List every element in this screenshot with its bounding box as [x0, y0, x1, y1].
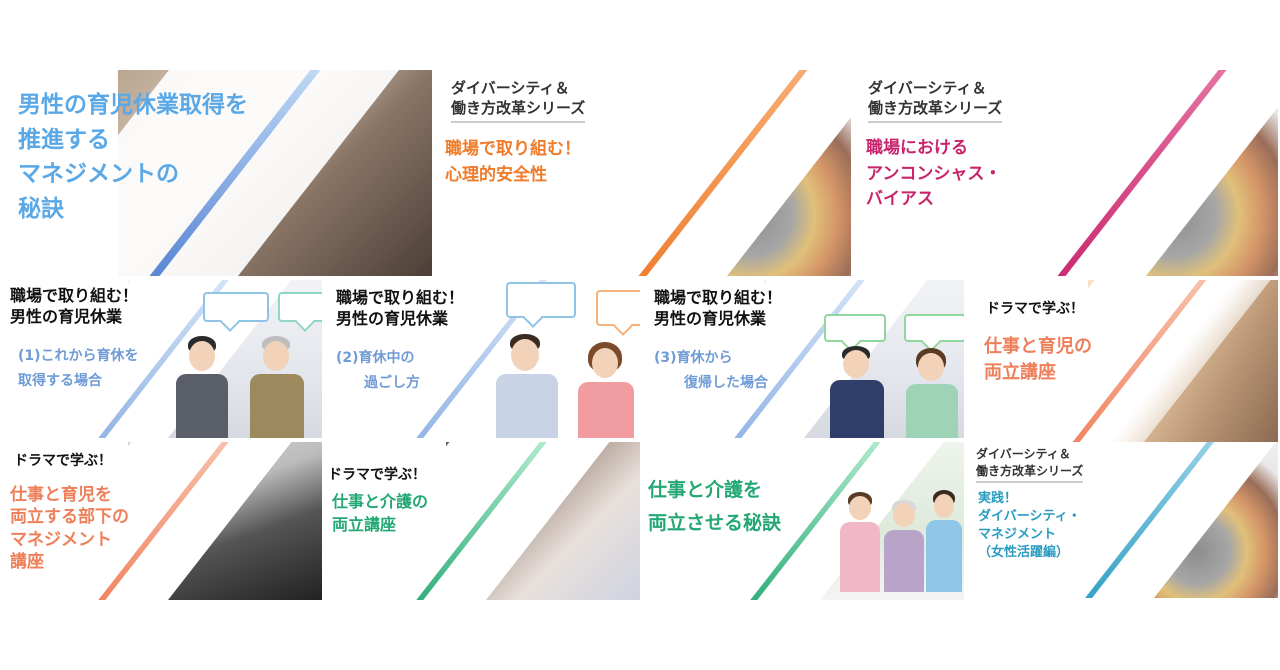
course-tile-subordinate-management-drama[interactable]: ドラマで学ぶ！ 仕事と育児を 両立する部下の マネジメント 講座 [8, 442, 322, 600]
course-tile-unconscious-bias[interactable]: ダイバーシティ＆ 働き方改革シリーズ 職場における アンコンシャス・ バイアス [856, 70, 1278, 276]
speech-bubble [278, 292, 322, 322]
tile-heading: ドラマで学ぶ！ [986, 301, 1084, 317]
series-label: ダイバーシティ＆ 働き方改革シリーズ [868, 78, 1003, 123]
tile-heading: ドラマで学ぶ！ [328, 467, 426, 483]
course-tile-paternity-leave-3[interactable]: 職場で取り組む！ 男性の育児休業 (3)育休から 復帰した場合 [644, 280, 964, 438]
tile-title: (3)育休から 復帰した場合 [654, 350, 768, 391]
mother-illustration [578, 342, 634, 438]
course-tile-paternity-leave-management[interactable]: 男性の育児休業取得を 推進する マネジメントの 秘訣 [8, 70, 432, 276]
man-illustration [830, 346, 884, 438]
father-illustration [496, 334, 558, 438]
tile-title: 仕事と介護を 両立させる秘訣 [648, 479, 782, 535]
caregiver-illustration [840, 492, 880, 592]
course-tile-work-nursing-drama[interactable]: ドラマで学ぶ！ 仕事と介護の 両立講座 [326, 442, 640, 600]
tile-heading: 職場で取り組む！ 男性の育児休業 [336, 288, 465, 328]
course-tile-work-childcare-drama[interactable]: ドラマで学ぶ！ 仕事と育児の 両立講座 [968, 280, 1278, 442]
course-tile-diversity-management-women[interactable]: ダイバーシティ＆ 働き方改革シリーズ 実践！ ダイバーシティ・ マネジメント （… [968, 442, 1278, 598]
tile-title: 職場で取り組む！ 心理的安全性 [445, 139, 581, 186]
speech-bubble [596, 290, 640, 326]
speech-bubble [824, 314, 886, 342]
course-tile-psychological-safety[interactable]: ダイバーシティ＆ 働き方改革シリーズ 職場で取り組む！ 心理的安全性 [437, 70, 851, 276]
speech-bubble [203, 292, 269, 322]
tile-heading: 職場で取り組む！ 男性の育児休業 [654, 288, 783, 328]
series-label: ダイバーシティ＆ 働き方改革シリーズ [976, 446, 1084, 483]
course-tile-work-nursing-secret[interactable]: 仕事と介護を 両立させる秘訣 [644, 442, 964, 600]
series-label: ダイバーシティ＆ 働き方改革シリーズ [451, 78, 586, 123]
speech-bubble [506, 282, 576, 318]
tile-title: 男性の育児休業取得を 推進する マネジメントの 秘訣 [18, 92, 248, 222]
tile-title: 仕事と育児を 両立する部下の マネジメント 講座 [10, 485, 129, 573]
tile-title: (2)育休中の 過ごし方 [336, 350, 420, 391]
woman-illustration [906, 348, 958, 438]
speech-bubble [904, 314, 964, 342]
nurse-illustration [926, 490, 962, 592]
course-tile-paternity-leave-2[interactable]: 職場で取り組む！ 男性の育児休業 (2)育休中の 過ごし方 [326, 280, 640, 438]
tile-title: 実践！ ダイバーシティ・ マネジメント （女性活躍編） [978, 491, 1081, 560]
tile-title: (1)これから育休を 取得する場合 [18, 348, 139, 389]
course-tile-paternity-leave-1[interactable]: 職場で取り組む！ 男性の育児休業 (1)これから育休を 取得する場合 [8, 280, 322, 438]
tile-title: 仕事と介護の 両立講座 [332, 492, 429, 535]
elder-illustration [884, 500, 924, 592]
tile-heading: 職場で取り組む！ 男性の育児休業 [10, 286, 139, 326]
man-illustration [176, 336, 228, 438]
tile-title: 職場における アンコンシャス・ バイアス [866, 138, 1002, 209]
boss-illustration [250, 336, 304, 438]
tile-heading: ドラマで学ぶ！ [14, 453, 112, 469]
tile-title: 仕事と育児の 両立講座 [984, 336, 1092, 384]
